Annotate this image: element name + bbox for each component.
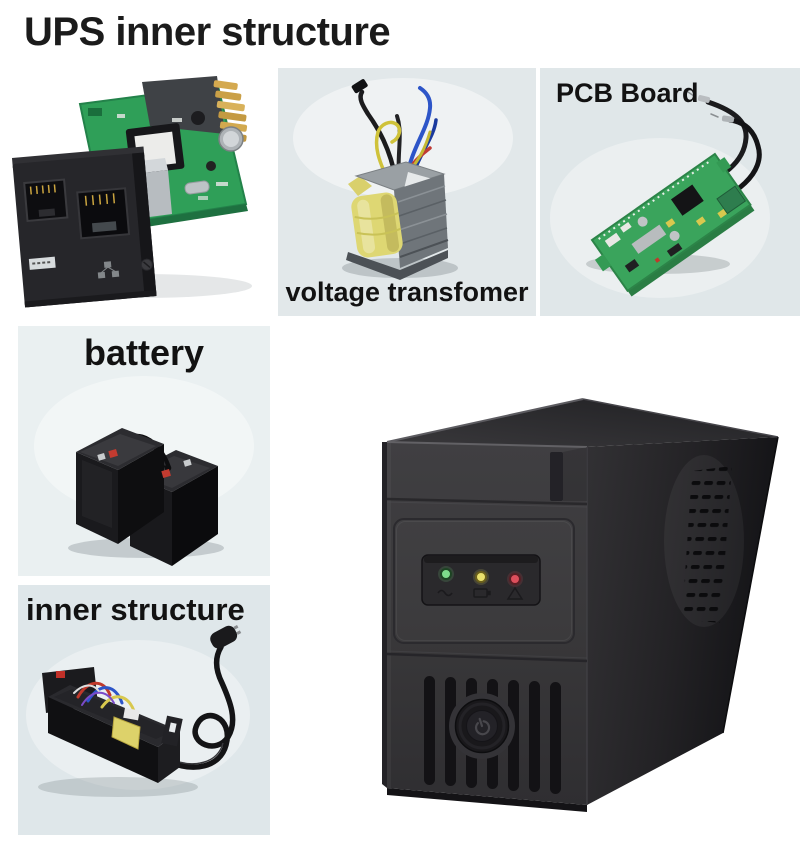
battery-indicator-icon xyxy=(473,588,491,598)
transformer-body xyxy=(346,161,449,280)
pcb-board-label: PCB Board xyxy=(556,78,699,108)
page-title: UPS inner structure xyxy=(24,10,391,54)
battery-terminal-red-right xyxy=(161,469,171,478)
led-indicator-panel xyxy=(421,554,541,606)
ac-indicator-icon xyxy=(437,589,453,597)
battery-photo: battery xyxy=(18,326,270,576)
pcb-illustration xyxy=(550,91,770,298)
inner-structure-illustration xyxy=(26,625,250,797)
battery-terminal-red-left xyxy=(108,449,118,458)
side-vent-grille xyxy=(682,466,732,623)
inner-structure-photo: inner structure xyxy=(18,585,270,835)
ac-normal-led xyxy=(440,568,452,580)
chassis-wires xyxy=(73,681,136,713)
open-chassis xyxy=(42,667,183,783)
rj45-port-small xyxy=(23,178,69,222)
network-icon xyxy=(97,261,120,279)
transformer-photo: voltage transfomer xyxy=(278,68,536,316)
network-card-photo xyxy=(2,74,278,310)
transformer-wires xyxy=(351,79,438,188)
ups-unit-photo xyxy=(370,383,800,819)
ups-unit-illustration xyxy=(382,398,779,812)
battery-pair xyxy=(76,428,218,566)
alarm-indicator-icon xyxy=(506,586,524,600)
power-plug xyxy=(210,625,242,649)
rj45-port-large xyxy=(76,187,131,240)
network-card-illustration xyxy=(11,76,252,308)
front-bezel xyxy=(11,146,157,308)
pcb-board-photo: PCB Board xyxy=(540,68,800,316)
battery-illustration xyxy=(34,376,254,566)
inner-structure-label: inner structure xyxy=(26,592,245,627)
fault-led xyxy=(509,573,521,585)
screw-icon xyxy=(140,258,153,271)
pcb-board xyxy=(590,152,755,297)
transformer-label: voltage transfomer xyxy=(285,277,529,307)
battery-mode-led xyxy=(475,571,487,583)
power-button xyxy=(449,693,515,759)
ups-side-face xyxy=(587,437,778,805)
transformer-illustration xyxy=(293,78,513,280)
battery-label: battery xyxy=(83,332,205,373)
ups-top-face xyxy=(387,399,778,447)
power-icon xyxy=(475,717,491,736)
